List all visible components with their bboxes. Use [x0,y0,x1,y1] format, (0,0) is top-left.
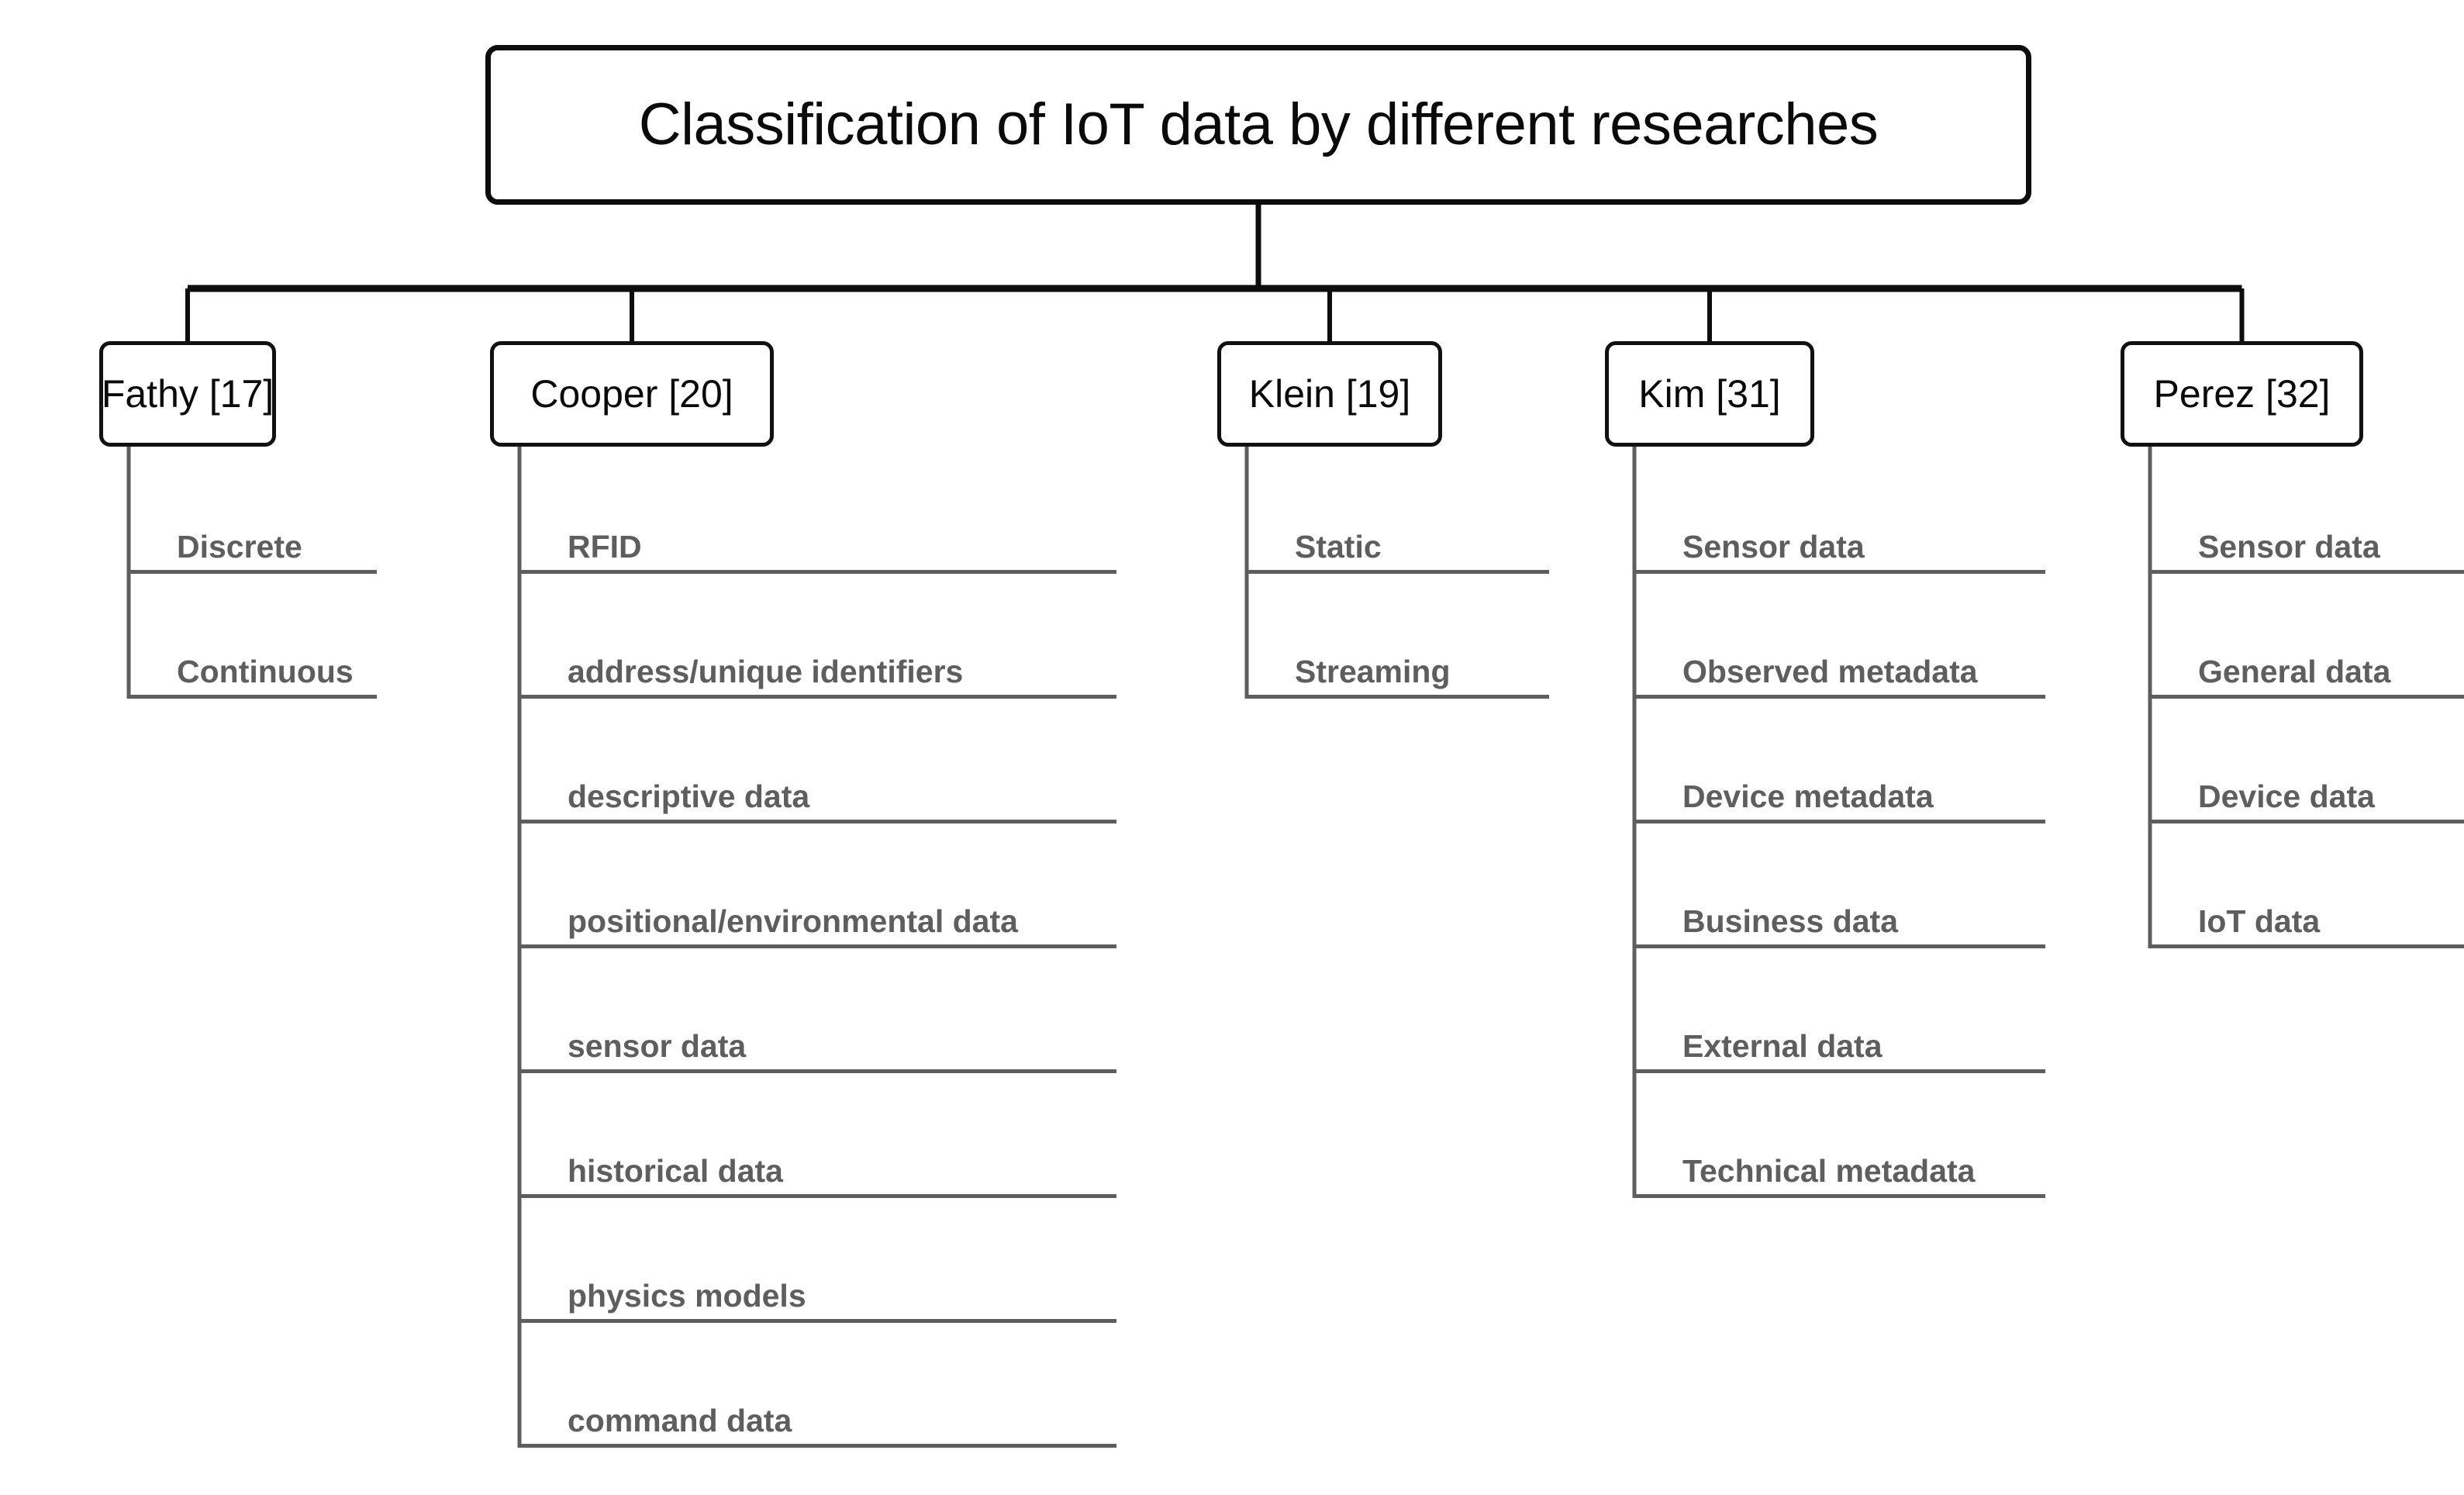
leaf-node-cooper-6[interactable]: historical data [519,1144,1116,1198]
leaf-node-label: Streaming [1295,654,1451,689]
branch-node-label-cooper: Cooper [20] [530,372,733,416]
leaf-node-label: Sensor data [1682,529,1865,565]
branch-node-klein[interactable]: Klein [19] [1217,341,1442,447]
leaf-node-fathy-2[interactable]: Continuous [129,644,377,699]
leaf-node-label: Device metadata [1682,779,1934,814]
root-node-classification[interactable]: Classification of IoT data by different … [485,45,2031,205]
leaf-node-kim-1[interactable]: Sensor data [1634,520,2045,574]
branch-node-perez[interactable]: Perez [32] [2121,341,2363,447]
leaf-node-label: Sensor data [2198,529,2380,565]
leaf-node-label: Device data [2198,779,2375,814]
leaf-node-kim-3[interactable]: Device metadata [1634,769,2045,823]
branch-node-label-klein: Klein [19] [1248,372,1411,416]
leaf-node-label: Continuous [177,654,354,689]
leaf-node-label: Observed metadata [1682,654,1978,689]
leaf-node-perez-2[interactable]: General data [2150,644,2464,699]
branch-node-cooper[interactable]: Cooper [20] [490,341,774,447]
leaf-node-kim-6[interactable]: Technical metadata [1634,1144,2045,1198]
leaf-node-kim-2[interactable]: Observed metadata [1634,644,2045,699]
branch-node-label-fathy: Fathy [17] [101,372,274,416]
leaf-node-label: historical data [568,1153,783,1189]
branch-node-fathy[interactable]: Fathy [17] [99,341,276,447]
leaf-node-perez-3[interactable]: Device data [2150,769,2464,823]
leaf-node-kim-4[interactable]: Business data [1634,894,2045,948]
leaf-node-label: Discrete [177,529,302,565]
leaf-node-label: General data [2198,654,2391,689]
leaf-node-cooper-2[interactable]: address/unique identifiers [519,644,1116,699]
leaf-node-kim-5[interactable]: External data [1634,1019,2045,1073]
leaf-node-klein-2[interactable]: Streaming [1247,644,1549,699]
leaf-node-klein-1[interactable]: Static [1247,520,1549,574]
leaf-node-label: Technical metadata [1682,1153,1976,1189]
leaf-node-label: physics models [568,1278,806,1314]
branch-node-kim[interactable]: Kim [31] [1605,341,1814,447]
leaf-node-label: positional/environmental data [568,903,1018,939]
leaf-node-cooper-4[interactable]: positional/environmental data [519,894,1116,948]
leaf-node-label: Static [1295,529,1382,565]
leaf-node-label: address/unique identifiers [568,654,964,689]
leaf-node-perez-1[interactable]: Sensor data [2150,520,2464,574]
leaf-node-perez-4[interactable]: IoT data [2150,894,2464,948]
leaf-node-cooper-8[interactable]: command data [519,1393,1116,1448]
leaf-node-cooper-5[interactable]: sensor data [519,1019,1116,1073]
branch-node-label-perez: Perez [32] [2153,372,2331,416]
leaf-node-fathy-1[interactable]: Discrete [129,520,377,574]
leaf-node-label: RFID [568,529,642,565]
leaf-node-label: Business data [1682,903,1898,939]
leaf-node-label: descriptive data [568,779,810,814]
leaf-node-cooper-3[interactable]: descriptive data [519,769,1116,823]
leaf-node-cooper-7[interactable]: physics models [519,1269,1116,1323]
leaf-node-label: command data [568,1403,792,1438]
leaf-node-label: sensor data [568,1028,747,1064]
leaf-node-label: IoT data [2198,903,2321,939]
branch-node-label-kim: Kim [31] [1638,372,1781,416]
root-node-label: Classification of IoT data by different … [638,91,1879,157]
leaf-node-label: External data [1682,1028,1883,1064]
leaf-node-cooper-1[interactable]: RFID [519,520,1116,574]
